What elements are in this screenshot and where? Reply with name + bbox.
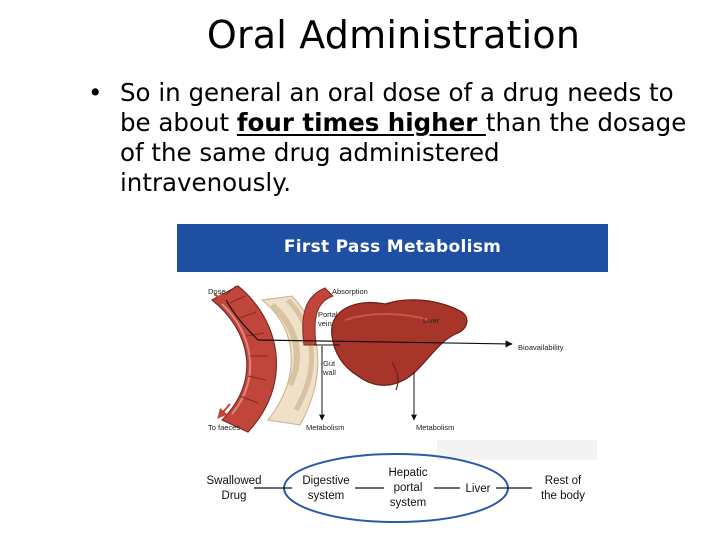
flow-digestive-1: Digestive (302, 475, 349, 487)
intestine (212, 286, 276, 432)
flow-hepatic-2: portal (394, 482, 423, 494)
label-metabolism-right: Metabolism (416, 423, 454, 432)
label-metabolism-left: Metabolism (306, 423, 344, 432)
flow-rest-2: the body (541, 490, 585, 502)
flow-hepatic-1: Hepatic (389, 467, 428, 479)
label-portal-vein-1: Portal (318, 310, 338, 319)
liver-illustration (332, 300, 467, 390)
label-gut-wall-2: wall (322, 368, 336, 377)
flow-hepatic-3: system (390, 497, 426, 509)
label-to-faeces: To faeces (208, 423, 240, 432)
flow-swallowed-1: Swallowed (207, 475, 262, 487)
label-liver: Liver (423, 316, 440, 325)
caption-strip (437, 440, 597, 460)
label-bioavailability: Bioavailability (518, 343, 564, 352)
flow-digestive-2: system (308, 490, 344, 502)
flow-rest-1: Rest of (545, 475, 582, 487)
flow-liver: Liver (466, 483, 491, 495)
label-absorption: Absorption (332, 287, 368, 296)
label-dose: Dose (208, 287, 226, 296)
label-portal-vein-2: vein (318, 319, 332, 328)
flow-swallowed-2: Drug (222, 490, 247, 502)
label-gut-wall-1: Gut (323, 359, 336, 368)
